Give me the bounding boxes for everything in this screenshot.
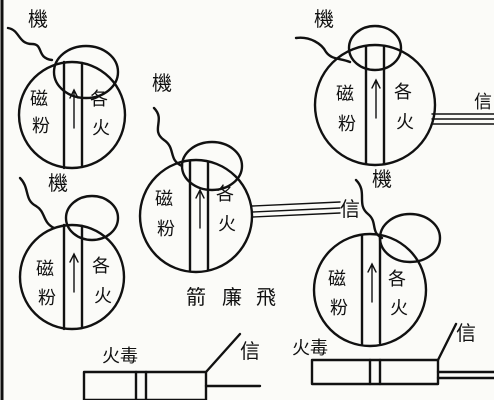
label-gehuo-3a: 各 bbox=[216, 184, 234, 205]
label-cifen-2b: 粉 bbox=[38, 288, 56, 309]
hood-4 bbox=[347, 24, 403, 72]
label-cifen-5b: 粉 bbox=[330, 298, 348, 319]
arrow-shaft-right: 火毒 信 bbox=[292, 321, 494, 386]
label-cifen-1a: 磁 bbox=[30, 89, 48, 110]
ball-5 bbox=[312, 232, 428, 348]
label-gehuo-2b: 火 bbox=[94, 286, 112, 307]
hood-1 bbox=[52, 44, 120, 100]
device-5-bottom-right: 機 磁 粉 各 火 bbox=[312, 167, 442, 348]
label-gehuo-2a: 各 bbox=[92, 256, 110, 277]
device-2-left: 機 磁 粉 各 火 bbox=[18, 171, 126, 331]
label-cifen-2a: 磁 bbox=[36, 259, 54, 280]
fuse-3 bbox=[152, 106, 184, 168]
label-gehuo-1a: 各 bbox=[90, 89, 108, 110]
fuse-4 bbox=[294, 36, 352, 64]
label-xin-top-right: 信 bbox=[474, 92, 492, 113]
device-4-top-right: 機 磁 粉 各 火 bbox=[294, 7, 494, 167]
label-gehuo-4b: 火 bbox=[396, 112, 414, 133]
fuse-1 bbox=[6, 26, 54, 62]
label-gehuo-5a: 各 bbox=[388, 269, 406, 290]
label-gehuo-5b: 火 bbox=[390, 298, 408, 319]
hood-3 bbox=[180, 140, 244, 192]
label-xin-bottom-left: 信 bbox=[240, 339, 260, 363]
label-gehuo-1b: 火 bbox=[92, 118, 110, 139]
title-char-jian: 箭 bbox=[186, 285, 206, 309]
title-feilianjian: 箭 廉 飛 bbox=[186, 285, 276, 309]
label-ji-2: 機 bbox=[48, 171, 68, 195]
title-char-fei: 飛 bbox=[256, 285, 276, 309]
ball-1 bbox=[17, 60, 127, 170]
label-ji-3: 機 bbox=[152, 71, 172, 95]
ball-4 bbox=[313, 43, 437, 167]
shaft-right-body bbox=[310, 358, 440, 386]
label-xin-center: 信 bbox=[340, 197, 360, 221]
xin-line-3b bbox=[251, 207, 341, 213]
label-cifen-3a: 磁 bbox=[155, 189, 173, 210]
label-ji-1: 機 bbox=[28, 7, 48, 31]
arrow-shaft-left: 火毒 信 bbox=[82, 332, 262, 400]
label-huodu-right: 火毒 bbox=[292, 338, 328, 359]
label-cifen-4b: 粉 bbox=[338, 114, 356, 135]
ball-2 bbox=[18, 223, 126, 331]
label-cifen-4a: 磁 bbox=[336, 84, 354, 105]
device-1-top-left: 機 磁 粉 各 火 bbox=[6, 7, 127, 170]
title-char-lian: 廉 bbox=[222, 285, 242, 309]
label-cifen-3b: 粉 bbox=[157, 219, 175, 240]
label-cifen-1b: 粉 bbox=[32, 116, 50, 137]
hood-2 bbox=[64, 194, 120, 242]
label-ji-4: 機 bbox=[314, 7, 334, 31]
label-xin-bottom-right: 信 bbox=[456, 321, 476, 345]
label-huodu-left: 火毒 bbox=[102, 346, 138, 367]
label-ji-5: 機 bbox=[372, 167, 392, 191]
device-3-center: 機 磁 粉 各 火 bbox=[138, 71, 341, 274]
fuse-5 bbox=[354, 178, 384, 240]
label-cifen-5a: 磁 bbox=[328, 269, 346, 290]
fuse-2 bbox=[18, 176, 56, 230]
label-gehuo-3b: 火 bbox=[218, 214, 236, 235]
ball-3 bbox=[138, 158, 254, 274]
xin-line-3a bbox=[251, 201, 341, 207]
label-gehuo-4a: 各 bbox=[394, 82, 412, 103]
